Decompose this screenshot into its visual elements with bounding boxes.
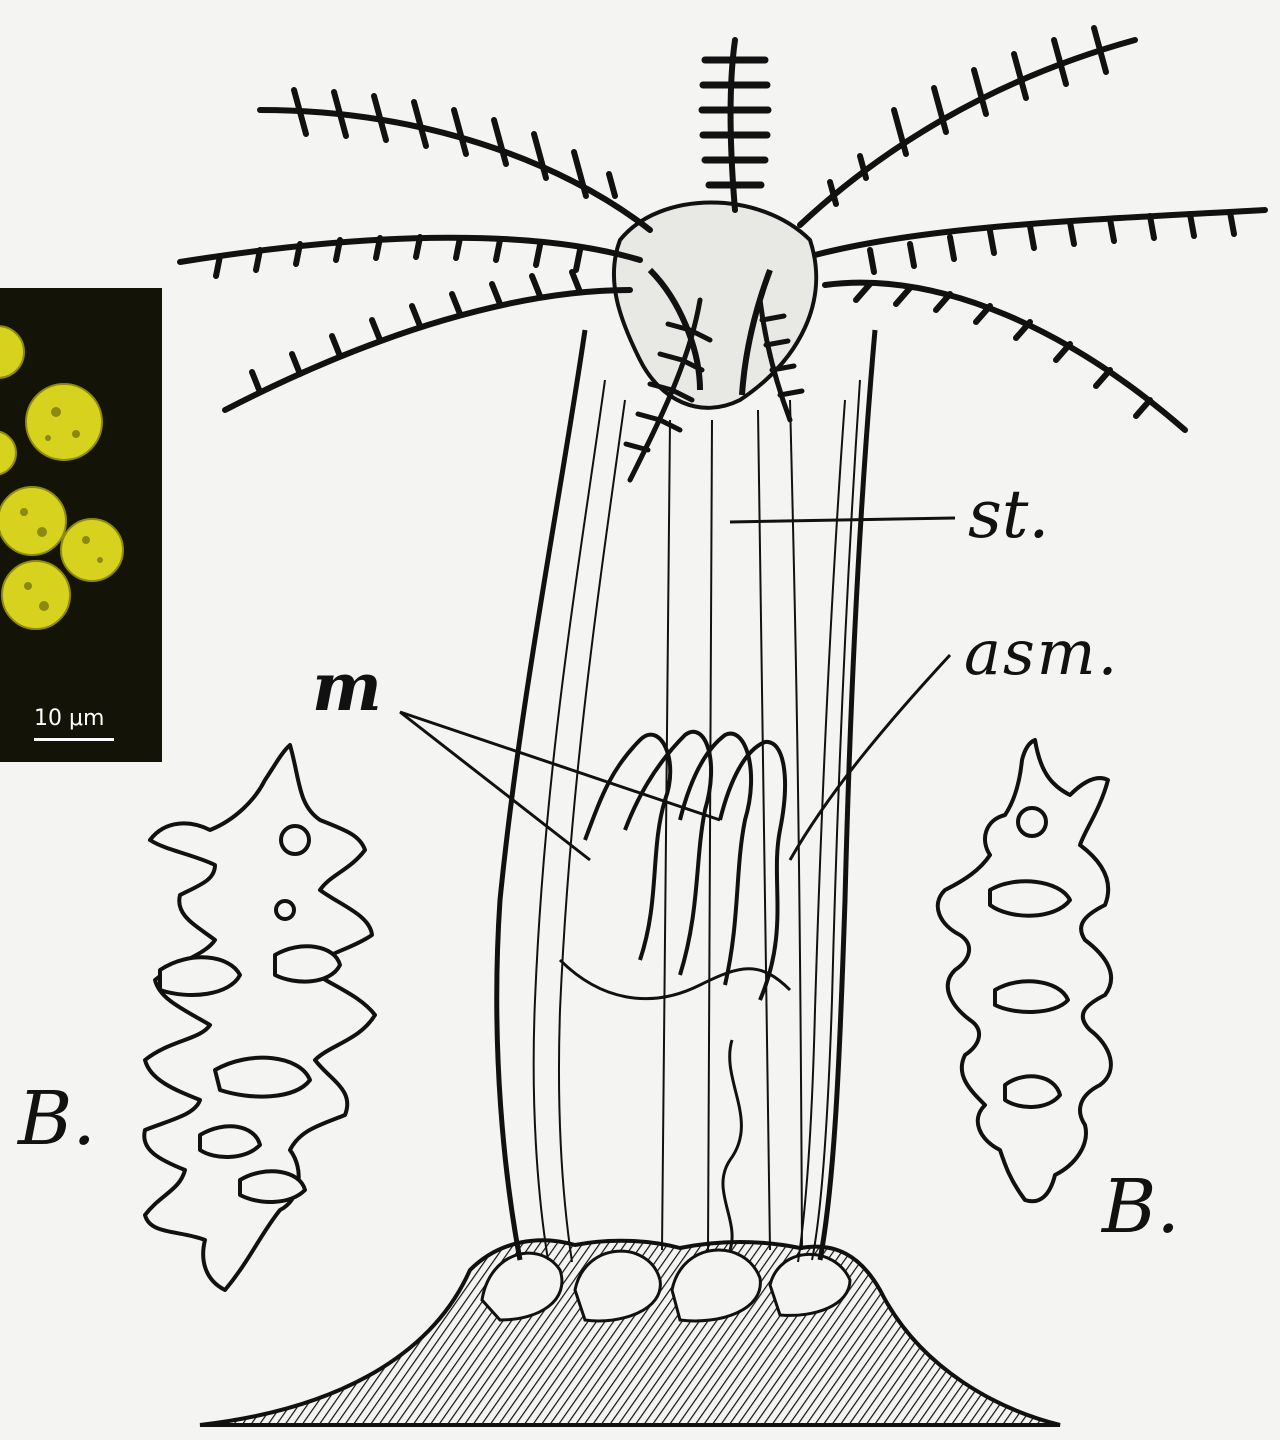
micrograph-inset	[0, 288, 162, 762]
cell	[0, 431, 16, 475]
sclerite-left	[144, 745, 375, 1290]
label-b-left: B.	[18, 1082, 96, 1156]
label-asm: asm.	[964, 622, 1119, 684]
leader-st	[730, 518, 955, 522]
leader-asm	[790, 655, 950, 860]
scale-bar-label: 10 μm	[34, 706, 104, 731]
label-st: st.	[968, 482, 1049, 548]
polyp-base	[200, 1240, 1060, 1425]
tentacle-upper-left	[260, 90, 650, 230]
tentacle-top	[702, 40, 768, 210]
label-b-right: B.	[1102, 1170, 1180, 1244]
sclerite-right	[938, 740, 1111, 1201]
scale-bar	[34, 738, 114, 741]
leader-m-1	[400, 712, 590, 860]
cell	[61, 519, 123, 581]
tentacle-lower-left	[225, 272, 630, 410]
tentacle-lower-right	[825, 283, 1185, 430]
tentacle-upper-right	[800, 28, 1135, 225]
leader-lines	[400, 518, 955, 860]
oral-disc	[614, 203, 816, 408]
mesenteries	[585, 732, 785, 1000]
tentacle-mid-right	[815, 210, 1265, 272]
label-m: m	[312, 654, 382, 720]
cell	[0, 487, 66, 555]
cell	[0, 326, 24, 378]
zooxanthellae-cells	[0, 288, 162, 762]
cell	[26, 384, 102, 460]
cell	[2, 561, 70, 629]
